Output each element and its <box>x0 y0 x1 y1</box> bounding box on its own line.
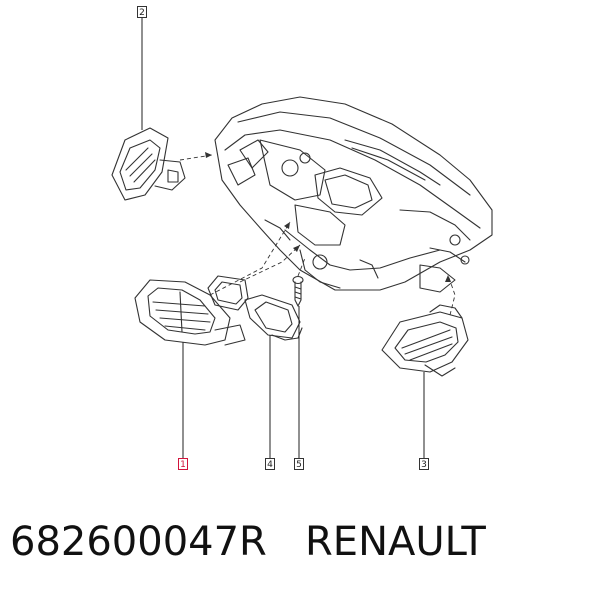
brand-name: RENAULT <box>305 519 486 565</box>
dashboard-drawing <box>214 96 493 293</box>
part-4-vent-bracket <box>207 275 303 341</box>
assembly-line-4 <box>239 244 301 283</box>
callout-4: 4 <box>265 458 275 470</box>
part-1-center-air-vent <box>134 279 246 346</box>
caption: 682600047R RENAULT <box>10 512 590 572</box>
assembly-line-5 <box>297 257 306 277</box>
callout-1: 1 <box>178 458 188 470</box>
callout-5: 5 <box>294 458 304 470</box>
callout-2: 2 <box>137 6 147 18</box>
part-3-side-air-vent <box>381 304 469 377</box>
part-number: 682600047R <box>10 519 267 565</box>
callout-3: 3 <box>419 458 429 470</box>
part-5-screw <box>292 275 304 307</box>
assembly-line-2 <box>179 154 213 161</box>
part-2-side-air-vent <box>111 127 186 201</box>
exploded-parts-diagram <box>111 18 493 458</box>
assembly-line-1 <box>209 221 291 296</box>
